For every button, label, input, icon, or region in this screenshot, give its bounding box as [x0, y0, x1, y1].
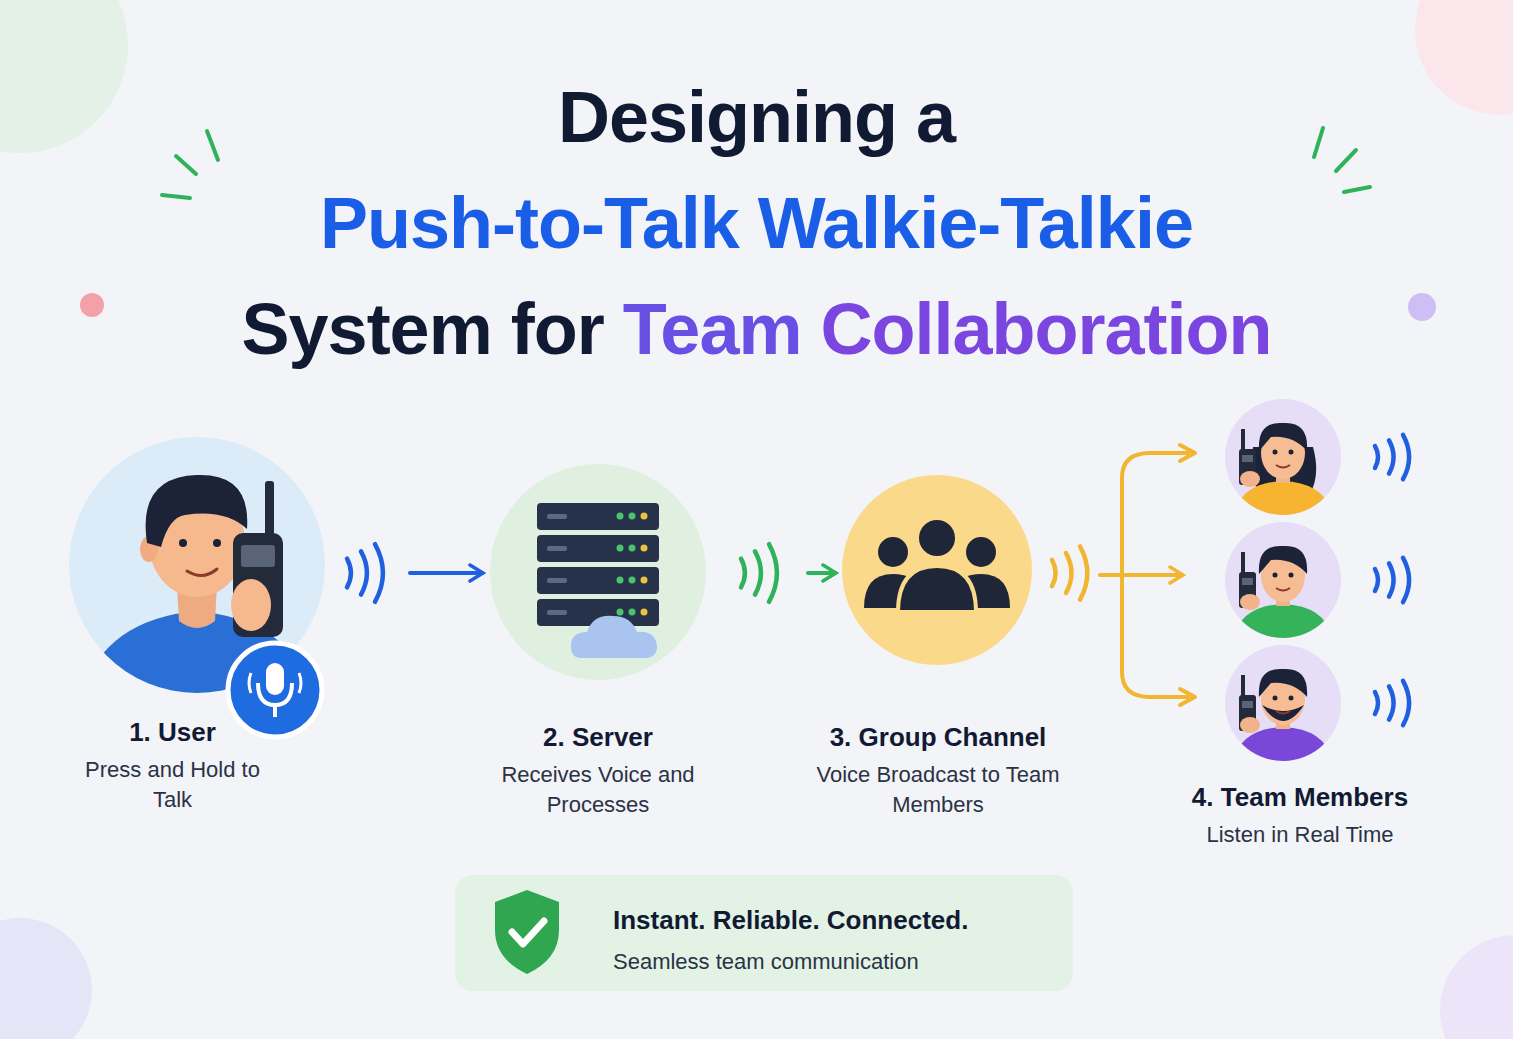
group-channel-node: 3. Group ChannelVoice Broadcast to Team … — [838, 470, 1095, 834]
user-node: 1. UserPress and Hold to Talk — [65, 425, 400, 835]
diagram-title: Designing a Push-to-Talk Walkie-Talkie S… — [0, 64, 1513, 382]
node-body: Voice Broadcast to Team Members — [788, 760, 1088, 820]
node-heading: Instant. Reliable. Connected. — [613, 903, 1043, 937]
flow-arrow — [1100, 573, 1182, 577]
title-word — [739, 183, 758, 263]
node-text: 2. ServerReceives Voice and Processes — [485, 720, 711, 820]
node-text: Instant. Reliable. Connected. Seamless te… — [613, 903, 1043, 977]
corner-circle — [0, 918, 92, 1039]
footer-band: Instant. Reliable. Connected. Seamless te… — [455, 875, 1073, 991]
node-body: Listen in Real Time — [1175, 820, 1425, 850]
title-word — [604, 289, 623, 369]
node-body: Seamless team communication — [613, 947, 1043, 977]
title-word: for — [511, 289, 604, 369]
title-word: System — [242, 289, 492, 369]
title-word — [801, 289, 820, 369]
node-heading: 1. User — [65, 715, 280, 749]
corner-circle — [0, 0, 128, 153]
title-word: a — [916, 77, 955, 157]
node-text: 4. Team MembersListen in Real Time — [1175, 780, 1425, 850]
title-word: Walkie-Talkie — [758, 183, 1193, 263]
title-word: Team — [623, 289, 802, 369]
node-heading: 2. Server — [485, 720, 711, 754]
node-text: 1. UserPress and Hold to Talk — [65, 715, 280, 815]
corner-circle — [1415, 0, 1513, 115]
team-members-node: 4. Team MembersListen in Real Time — [1185, 395, 1425, 865]
title-word: Push-to-Talk — [320, 183, 739, 263]
flow-arrow — [410, 571, 482, 575]
server-node: 2. ServerReceives Voice and Processes — [485, 450, 800, 834]
flow-arrow — [808, 571, 835, 575]
title-word: Designing — [558, 77, 897, 157]
title-word — [492, 289, 511, 369]
title-word — [897, 77, 916, 157]
title-word: Collaboration — [820, 289, 1271, 369]
dot — [1408, 293, 1436, 321]
corner-circle — [1440, 935, 1513, 1039]
node-heading: 3. Group Channel — [788, 720, 1088, 754]
node-heading: 4. Team Members — [1175, 780, 1425, 814]
node-body: Receives Voice and Processes — [485, 760, 711, 820]
node-text: 3. Group ChannelVoice Broadcast to Team … — [788, 720, 1088, 820]
node-body: Press and Hold to Talk — [65, 755, 280, 815]
dot — [80, 293, 104, 317]
